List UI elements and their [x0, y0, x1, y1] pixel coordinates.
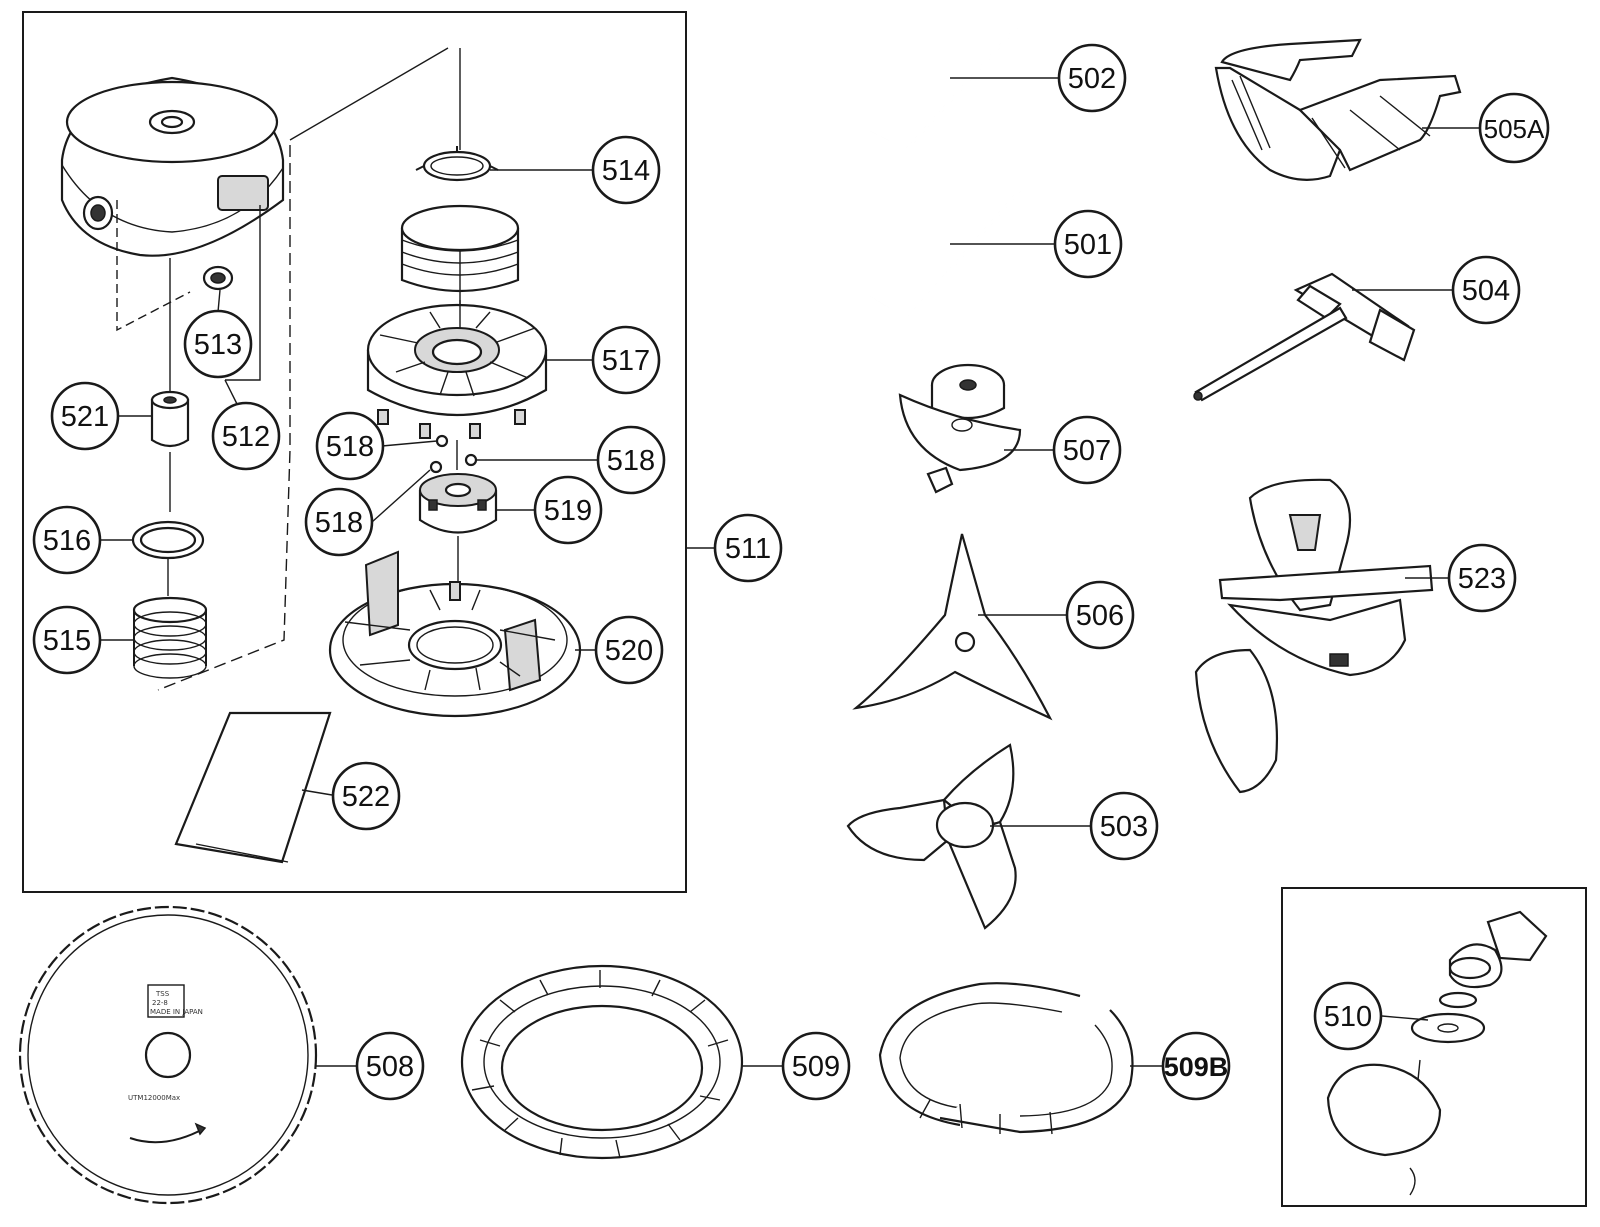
callout-503: 503 [1089, 791, 1159, 861]
callout-label: 502 [1068, 63, 1116, 95]
ball-part-3 [429, 460, 443, 474]
spool-part [366, 300, 548, 439]
callout-522: 522 [331, 761, 401, 831]
blade-stamp-line3: MADE IN JAPAN [150, 1008, 203, 1016]
callout-516: 516 [32, 505, 102, 575]
callout-label: 506 [1076, 600, 1124, 632]
callout-506: 506 [1065, 580, 1135, 650]
guard-ring-part [460, 964, 744, 1160]
base-housing-part [328, 550, 582, 718]
callout-label: 505A [1484, 114, 1545, 144]
callout-label: 512 [222, 421, 270, 453]
callout-521: 521 [50, 381, 120, 451]
callout-label: 520 [605, 635, 653, 667]
callout-label: 513 [194, 329, 242, 361]
plug-wrench-part [1193, 272, 1416, 402]
cam-part [418, 473, 498, 534]
callout-517: 517 [591, 325, 661, 395]
callout-label: 518 [315, 507, 363, 539]
callout-518-top: 518 [315, 411, 385, 481]
callout-label: 509 [792, 1051, 840, 1083]
callout-504: 504 [1451, 255, 1521, 325]
callout-label: 523 [1458, 563, 1506, 595]
callout-505A: 505A [1478, 92, 1550, 164]
assembly-511-frame [22, 11, 687, 893]
hex-key-large-part [846, 24, 1020, 152]
callout-515: 515 [32, 605, 102, 675]
harness-part [1194, 478, 1434, 794]
spring-part [132, 596, 208, 679]
blade-rim-text: UTM12000Max [128, 1094, 180, 1102]
callout-label: 516 [43, 525, 91, 557]
callout-label: 519 [544, 495, 592, 527]
callout-510: 510 [1313, 981, 1383, 1051]
callout-label: 509B [1164, 1052, 1229, 1082]
manual-part [174, 711, 332, 864]
head-assembly-part [1326, 910, 1548, 1196]
callout-511: 511 [713, 513, 783, 583]
loop-cutter-part [846, 743, 1017, 930]
hex-nut-part [150, 390, 190, 448]
callout-label: 514 [602, 155, 650, 187]
callout-label: 504 [1462, 275, 1510, 307]
ball-part-1 [435, 434, 449, 448]
leader-lines [100, 77, 1480, 1067]
callout-518-bottom: 518 [304, 487, 374, 557]
insert-nut-part [202, 265, 234, 291]
saw-blade-part: TSS 22-8 MADE IN JAPAN UTM12000Max [18, 905, 318, 1205]
ball-part-2 [464, 453, 478, 467]
three-tooth-blade-part [852, 533, 1053, 721]
callout-512: 512 [211, 401, 281, 471]
safety-glasses-part [1214, 38, 1462, 181]
callout-508: 508 [355, 1031, 425, 1101]
retaining-ring-part [415, 146, 499, 182]
callout-label: 517 [602, 345, 650, 377]
split-guard-part [878, 982, 1134, 1135]
blade-stamp-line1: TSS [155, 990, 170, 998]
callout-520: 520 [594, 615, 664, 685]
callout-507: 507 [1052, 415, 1122, 485]
callout-label: 501 [1064, 229, 1112, 261]
callout-label: 522 [342, 781, 390, 813]
blade-stamp-line2: 22-8 [152, 999, 168, 1007]
callout-514: 514 [591, 135, 661, 205]
callout-label: 503 [1100, 811, 1148, 843]
callout-509B: 509B [1161, 1031, 1231, 1101]
callout-519: 519 [533, 475, 603, 545]
washer-part [131, 520, 205, 560]
callout-label: 518 [607, 445, 655, 477]
callout-502: 502 [1057, 43, 1127, 113]
callout-label: 521 [61, 401, 109, 433]
callout-518-right: 518 [596, 425, 666, 495]
inset-510-frame [1281, 887, 1587, 1207]
callout-513: 513 [183, 309, 253, 379]
head-cover-part [60, 76, 285, 257]
callout-label: 515 [43, 625, 91, 657]
line-head-part [898, 363, 1022, 494]
callout-509: 509 [781, 1031, 851, 1101]
threaded-collar-part [400, 204, 520, 310]
callout-523: 523 [1447, 543, 1517, 613]
callout-label: 508 [366, 1051, 414, 1083]
hex-key-small-part [854, 188, 1022, 320]
callout-label: 518 [326, 431, 374, 463]
callout-501: 501 [1053, 209, 1123, 279]
callout-label: 511 [725, 533, 771, 565]
callout-label: 507 [1063, 435, 1111, 467]
callout-label: 510 [1324, 1001, 1372, 1033]
